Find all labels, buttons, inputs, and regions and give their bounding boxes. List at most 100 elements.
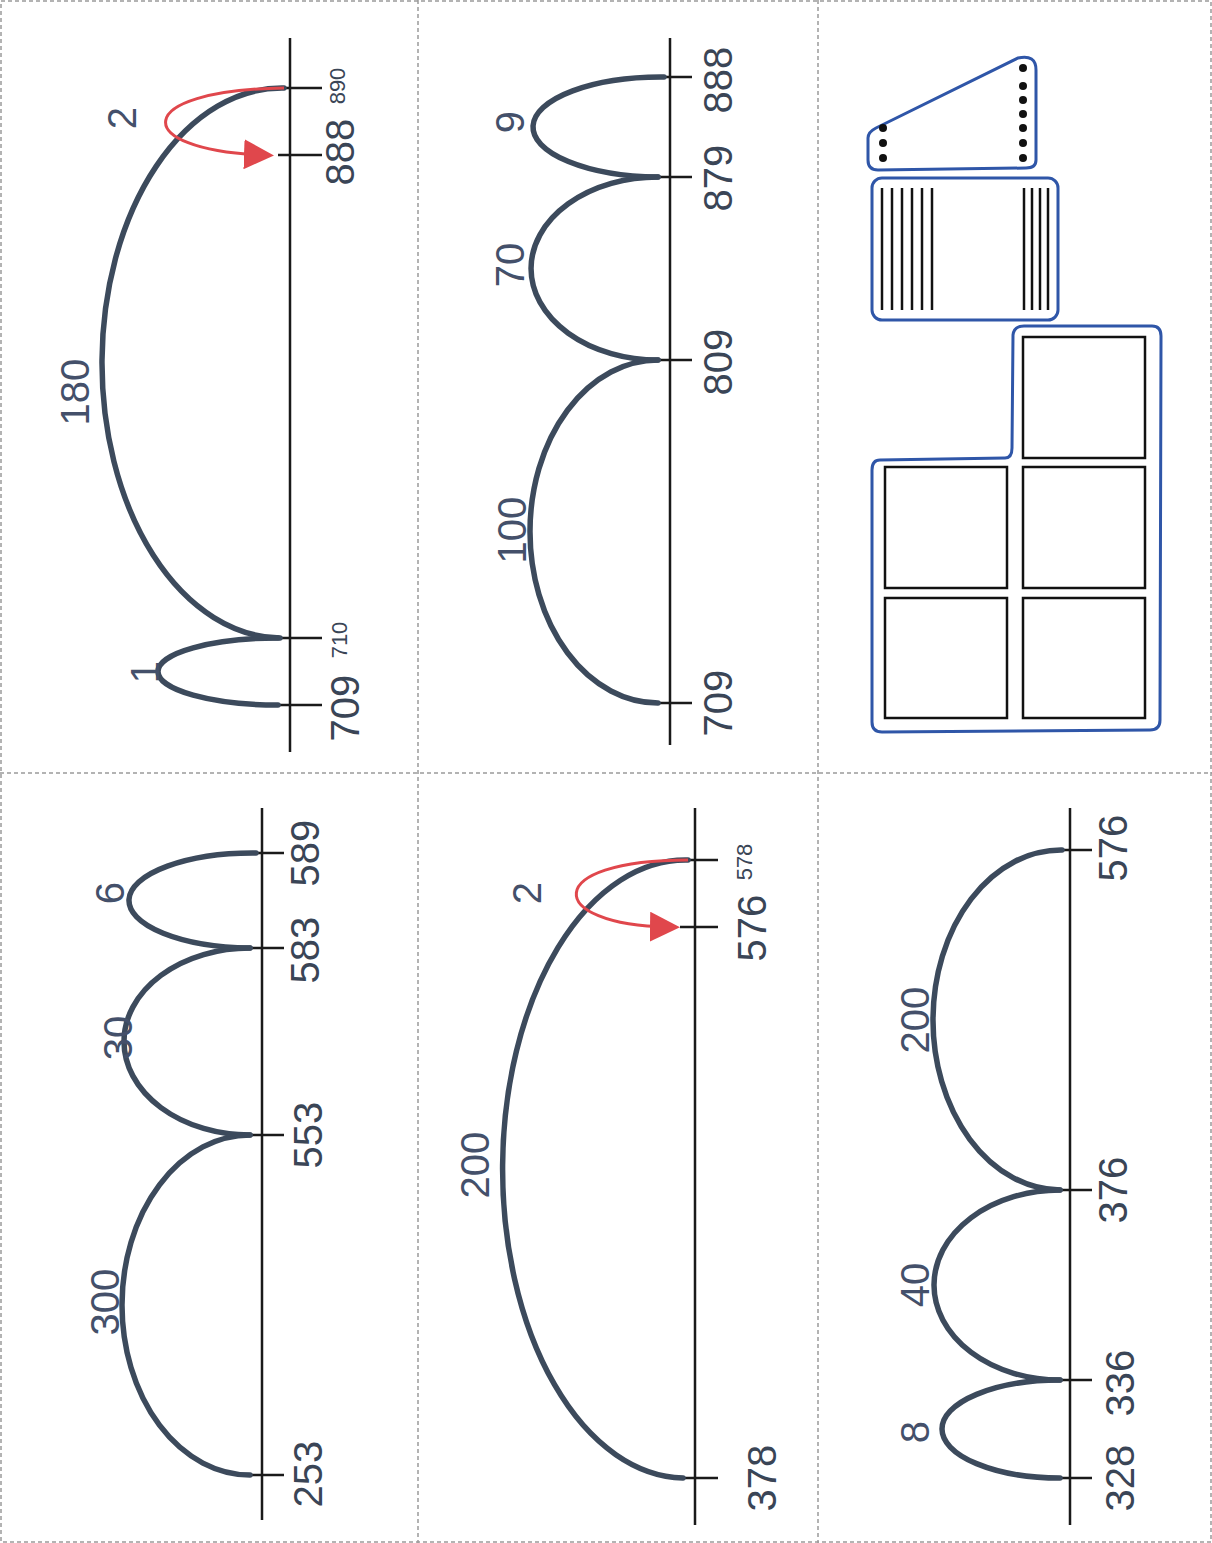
axis: [669, 38, 672, 745]
number-label: 809: [698, 329, 738, 396]
back-jumps: [166, 88, 688, 927]
small-number-label: 710: [329, 622, 351, 659]
ten-stick: [881, 188, 884, 310]
hundred-square: [885, 467, 1007, 588]
tick: [248, 1474, 284, 1477]
ones-group-outline: [868, 57, 1036, 170]
axis: [261, 808, 264, 1520]
hundred-square: [1023, 598, 1145, 718]
tick: [656, 359, 692, 362]
one-dot: [879, 124, 887, 132]
base-ten-blocks: [868, 57, 1161, 732]
cut-line: [0, 772, 1212, 774]
axis: [289, 38, 292, 752]
ten-stick: [911, 188, 914, 310]
tick: [656, 176, 692, 179]
number-label: 553: [288, 1102, 328, 1169]
jump-arc: [530, 360, 658, 703]
axis: [694, 808, 697, 1525]
ten-stick: [1039, 188, 1042, 310]
jump-arc: [942, 1380, 1060, 1478]
one-dot: [1019, 64, 1027, 72]
one-dot: [1019, 110, 1027, 118]
number-lines: [248, 38, 1092, 1525]
jump-label: 9: [490, 111, 530, 133]
small-number-label: 578: [734, 844, 756, 881]
jump-arc: [124, 948, 250, 1135]
hundreds-squares: [885, 337, 1145, 718]
ten-stick: [891, 188, 894, 310]
tick: [248, 1134, 284, 1137]
ten-stick: [921, 188, 924, 310]
one-dot: [1019, 96, 1027, 104]
number-label: 378: [742, 1445, 782, 1512]
jump-label: 200: [455, 1132, 495, 1199]
hundred-square: [1023, 467, 1145, 588]
one-dot: [1019, 139, 1027, 147]
ten-stick: [1023, 188, 1026, 310]
back-jump-arrow: [166, 88, 284, 155]
tick: [656, 702, 692, 705]
jump-arc: [503, 860, 688, 1478]
jump-label: 6: [90, 882, 130, 904]
one-dot: [879, 139, 887, 147]
number-label: 709: [325, 675, 365, 742]
tens-group-outline: [872, 178, 1058, 320]
ones-dots: [879, 64, 1027, 162]
number-label: 576: [1093, 815, 1133, 882]
cut-line: [417, 0, 419, 1543]
hundred-square: [1023, 337, 1145, 458]
hundreds-group-outline: [872, 326, 1161, 732]
back-jump-arrow: [576, 860, 688, 927]
jump-label: 1: [125, 661, 165, 683]
number-label: 888: [698, 47, 738, 114]
cut-line: [817, 0, 819, 1543]
number-label: 328: [1100, 1445, 1140, 1512]
jump-label: 40: [895, 1263, 935, 1308]
jump-label: 180: [55, 359, 95, 426]
one-dot: [1019, 82, 1027, 90]
jump-arc: [531, 177, 658, 360]
jump-arc: [102, 88, 284, 638]
jump-label: 2: [102, 107, 142, 129]
one-dot: [879, 154, 887, 162]
jump-arc: [158, 638, 278, 705]
tick: [248, 947, 284, 950]
tick: [680, 926, 718, 929]
jump-label: 30: [98, 1016, 138, 1061]
number-label: 336: [1100, 1350, 1140, 1417]
jump-arc: [933, 850, 1062, 1190]
one-dot: [1019, 124, 1027, 132]
number-label: 583: [285, 917, 325, 984]
ten-stick: [931, 188, 934, 310]
number-label: 589: [285, 820, 325, 887]
number-label: 253: [288, 1441, 328, 1508]
jump-label: 2: [507, 882, 547, 904]
small-number-label: 890: [327, 68, 349, 105]
number-label: 709: [698, 670, 738, 737]
number-label: 879: [698, 145, 738, 212]
jump-arc: [934, 1190, 1060, 1380]
jump-label: 8: [895, 1421, 935, 1443]
jump-arcs: [102, 77, 1062, 1478]
tens-sticks: [882, 188, 1048, 310]
ten-stick: [1031, 188, 1034, 310]
axis: [1069, 808, 1072, 1525]
jump-label: 200: [895, 987, 935, 1054]
tick: [278, 637, 322, 640]
jump-arc: [533, 77, 664, 177]
one-dot: [1019, 154, 1027, 162]
tick: [278, 154, 322, 157]
jump-arc: [129, 853, 256, 948]
ten-stick: [901, 188, 904, 310]
number-label: 888: [320, 119, 360, 186]
tick: [278, 704, 322, 707]
ten-stick: [1047, 188, 1050, 310]
jump-arc: [122, 1135, 250, 1475]
hundred-square: [885, 598, 1007, 718]
number-label: 576: [732, 895, 772, 962]
